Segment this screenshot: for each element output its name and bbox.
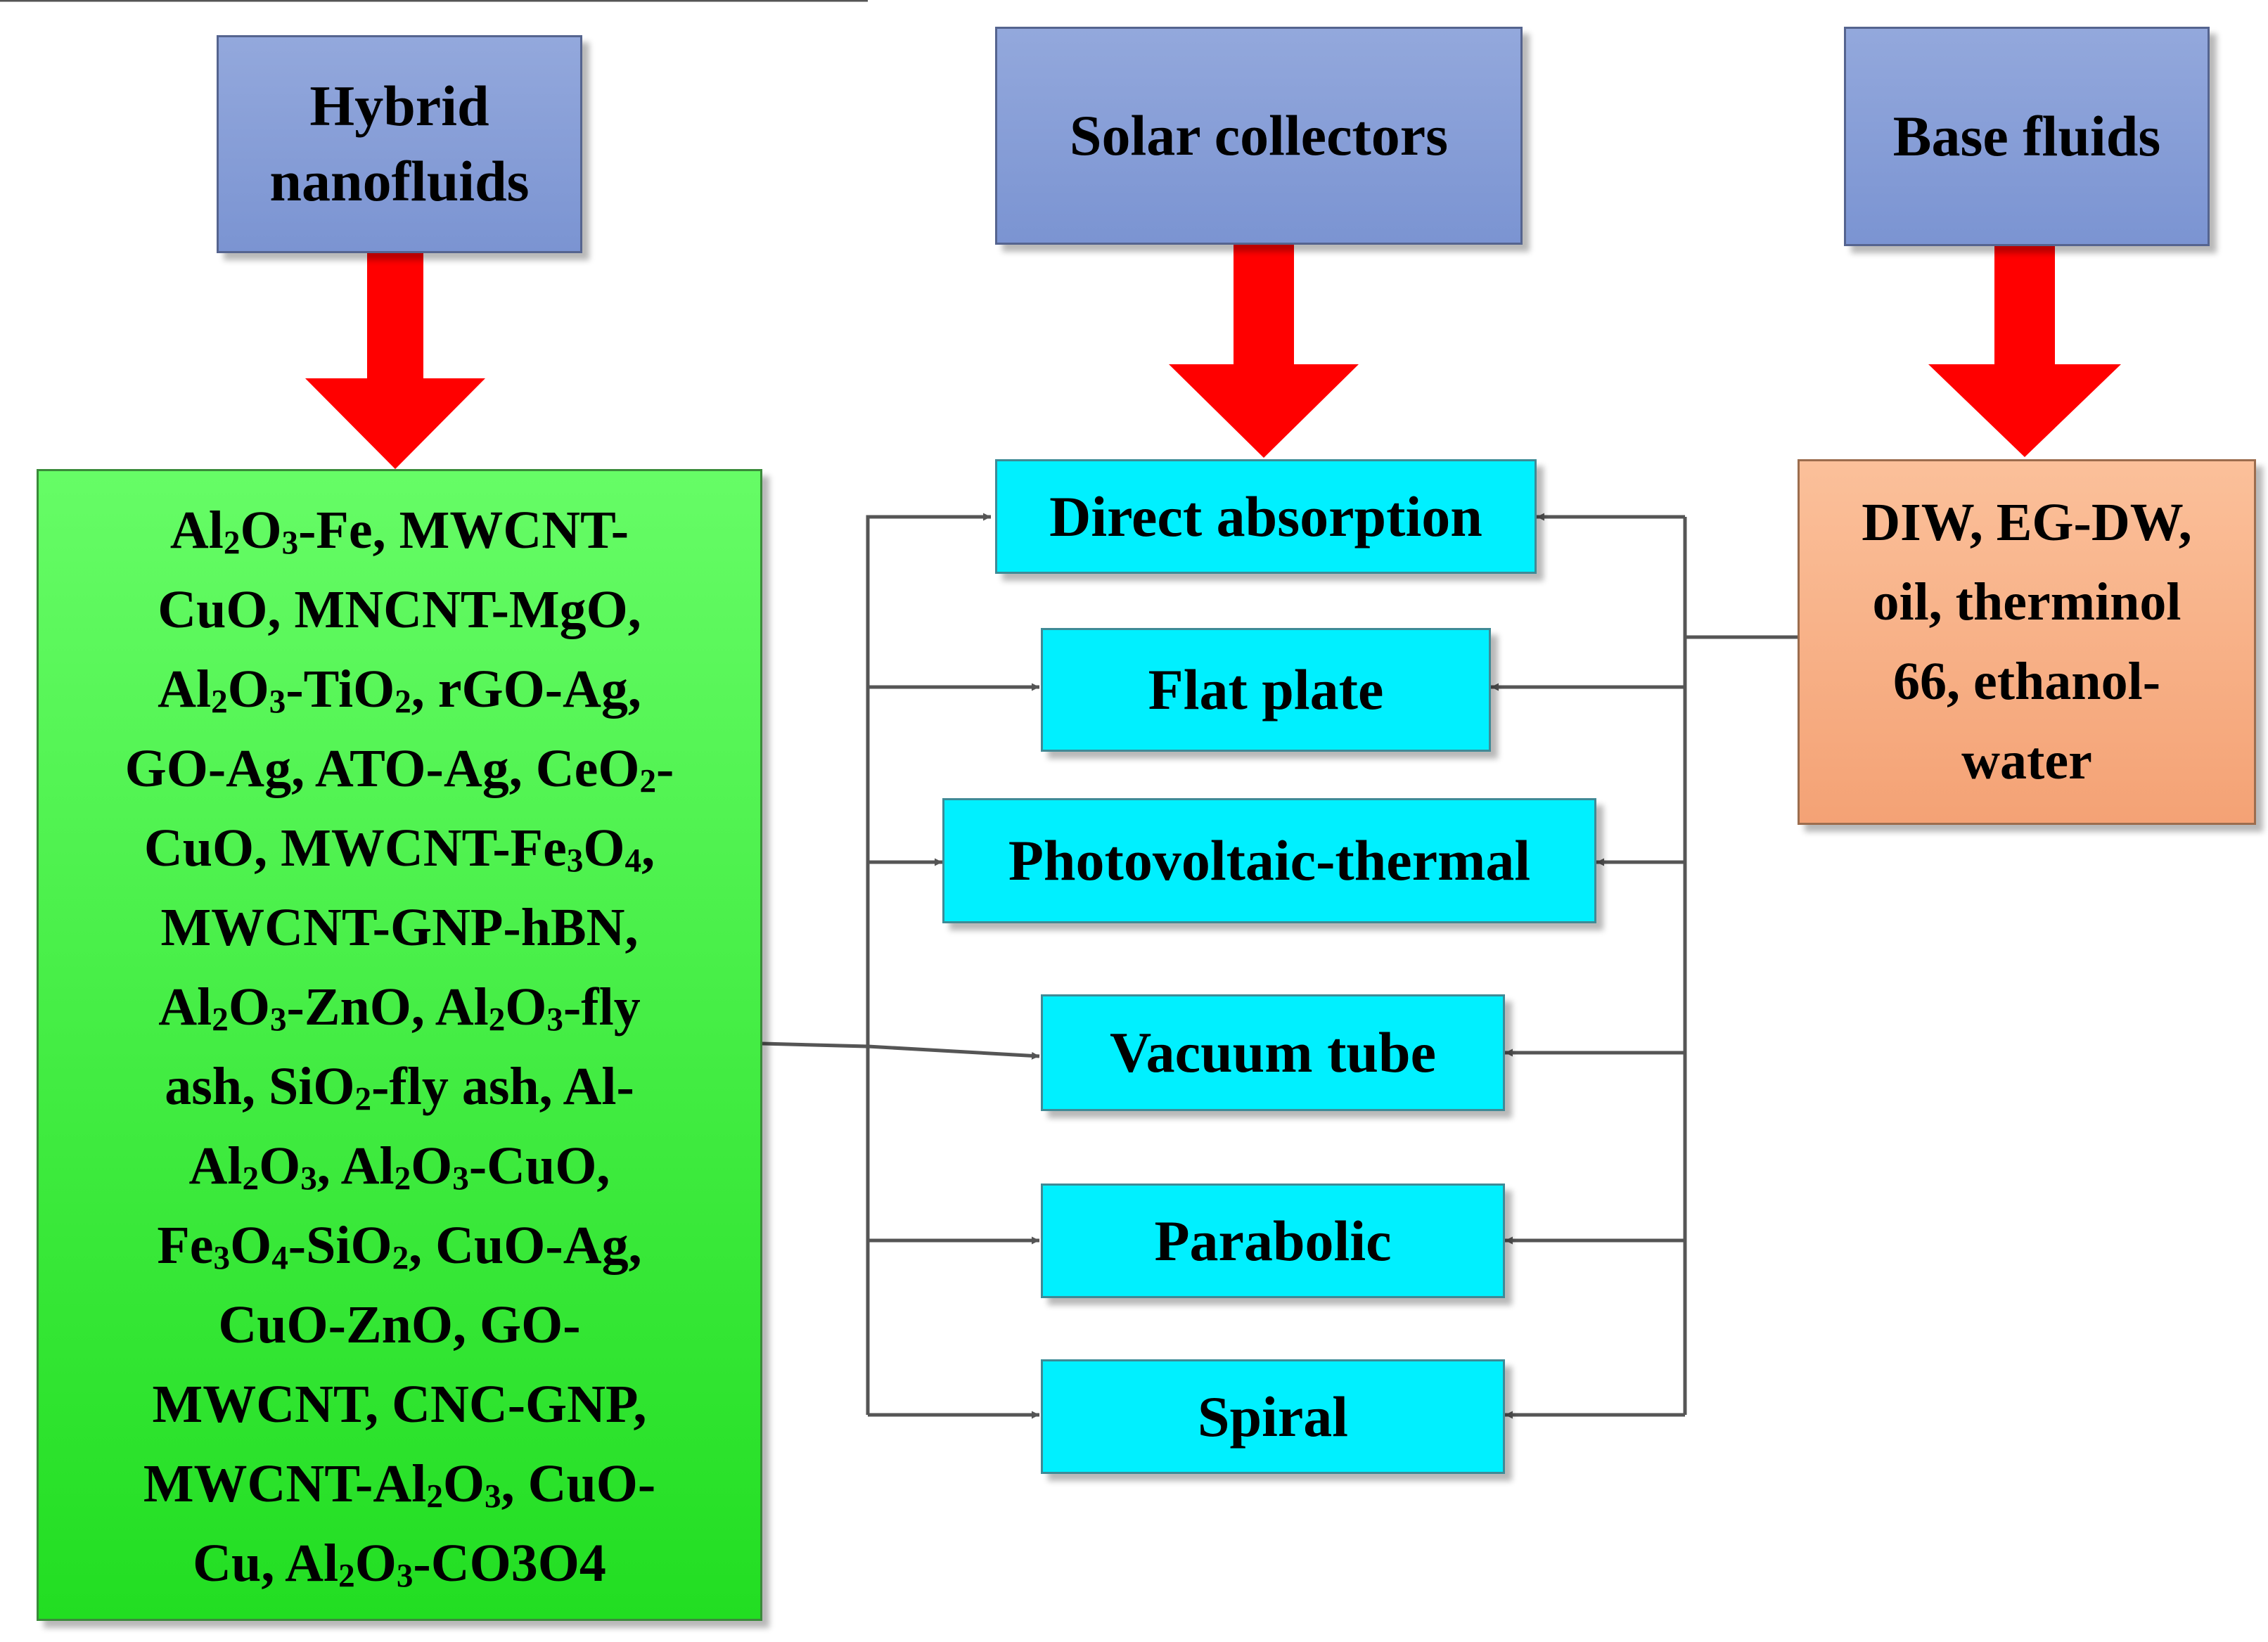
hybrid-list-line: MWCNT, CNC-GNP, [152,1375,647,1434]
collector-flat-plate: Flat plate [1041,628,1491,752]
solar-header-label: Solar collectors [1069,103,1449,167]
hybrid-list-text: Al2O3-Fe, MWCNT- CuO, MNCNT-MgO, Al2O3-TiO… [125,491,674,1603]
hybrid-list-line: Al2O3-ZnO, Al2O3-fly [158,977,641,1039]
collector-label: Photovoltaic-thermal [1008,828,1531,892]
arrow-base-to-fluids [1928,246,2121,457]
hybrid-list-line: CuO-ZnO, GO- [218,1295,581,1354]
collector-parabolic: Parabolic [1041,1184,1505,1298]
hybrid-list-line: Fe3O4-SiO2, CuO-Ag, [157,1216,642,1277]
hybrid-list-line: CuO, MNCNT-MgO, [158,580,641,639]
hybrid-list-line: Al2O3-TiO2, rGO-Ag, [158,660,641,721]
left-connector-bus [0,0,1040,1419]
base-fluids-header: Base fluids [1844,27,2210,246]
hybrid-nanofluids-list: Al2O3-Fe, MWCNT- CuO, MNCNT-MgO, Al2O3-TiO… [37,469,762,1621]
hybrid-list-line: CuO, MWCNT-Fe3O4, [143,819,655,880]
base-fluid-line: oil, therminol [1872,572,2181,631]
collector-spiral: Spiral [1041,1359,1505,1474]
hybrid-list-line: ash, SiO2-fly ash, Al- [165,1057,634,1118]
base-fluids-list: DIW, EG-DW, oil, therminol 66, ethanol- … [1798,459,2256,825]
collector-label: Vacuum tube [1109,1020,1436,1084]
arrow-hybrid-to-list [305,253,485,469]
collector-label: Flat plate [1148,658,1384,721]
collector-vacuum-tube: Vacuum tube [1041,994,1505,1111]
solar-collectors-header: Solar collectors [995,27,1523,245]
collector-direct-absorption: Direct absorption [995,459,1537,574]
hybrid-header-line-1: Hybrid [309,74,489,139]
hybrid-list-line: Al2O3, Al2O3-CuO, [188,1136,610,1198]
hybrid-header-line-2: nanofluids [269,149,530,213]
hybrid-list-line: GO-Ag, ATO-Ag, CeO2- [124,739,674,800]
base-fluid-line: water [1961,731,2092,790]
collector-label: Spiral [1197,1384,1349,1449]
base-header-label: Base fluids [1892,103,2161,168]
collector-label: Parabolic [1154,1208,1392,1273]
hybrid-list-line: MWCNT-GNP-hBN, [160,898,639,957]
arrow-solar-to-collectors [1169,245,1359,458]
hybrid-list-line: MWCNT-Al2O3, CuO- [143,1454,656,1515]
hybrid-list-line: Al2O3-Fe, MWCNT- [169,501,629,562]
hybrid-list-line: Cu, Al2O3-CO3O4 [193,1534,606,1595]
right-connector-bus [1491,513,1798,1419]
hybrid-nanofluids-header: Hybrid nanofluids [217,35,582,253]
base-fluid-line: 66, ethanol- [1893,652,2160,711]
base-fluid-line: DIW, EG-DW, [1862,493,2192,552]
collector-photovoltaic-thermal: Photovoltaic-thermal [942,798,1596,923]
collector-label: Direct absorption [1049,484,1482,549]
